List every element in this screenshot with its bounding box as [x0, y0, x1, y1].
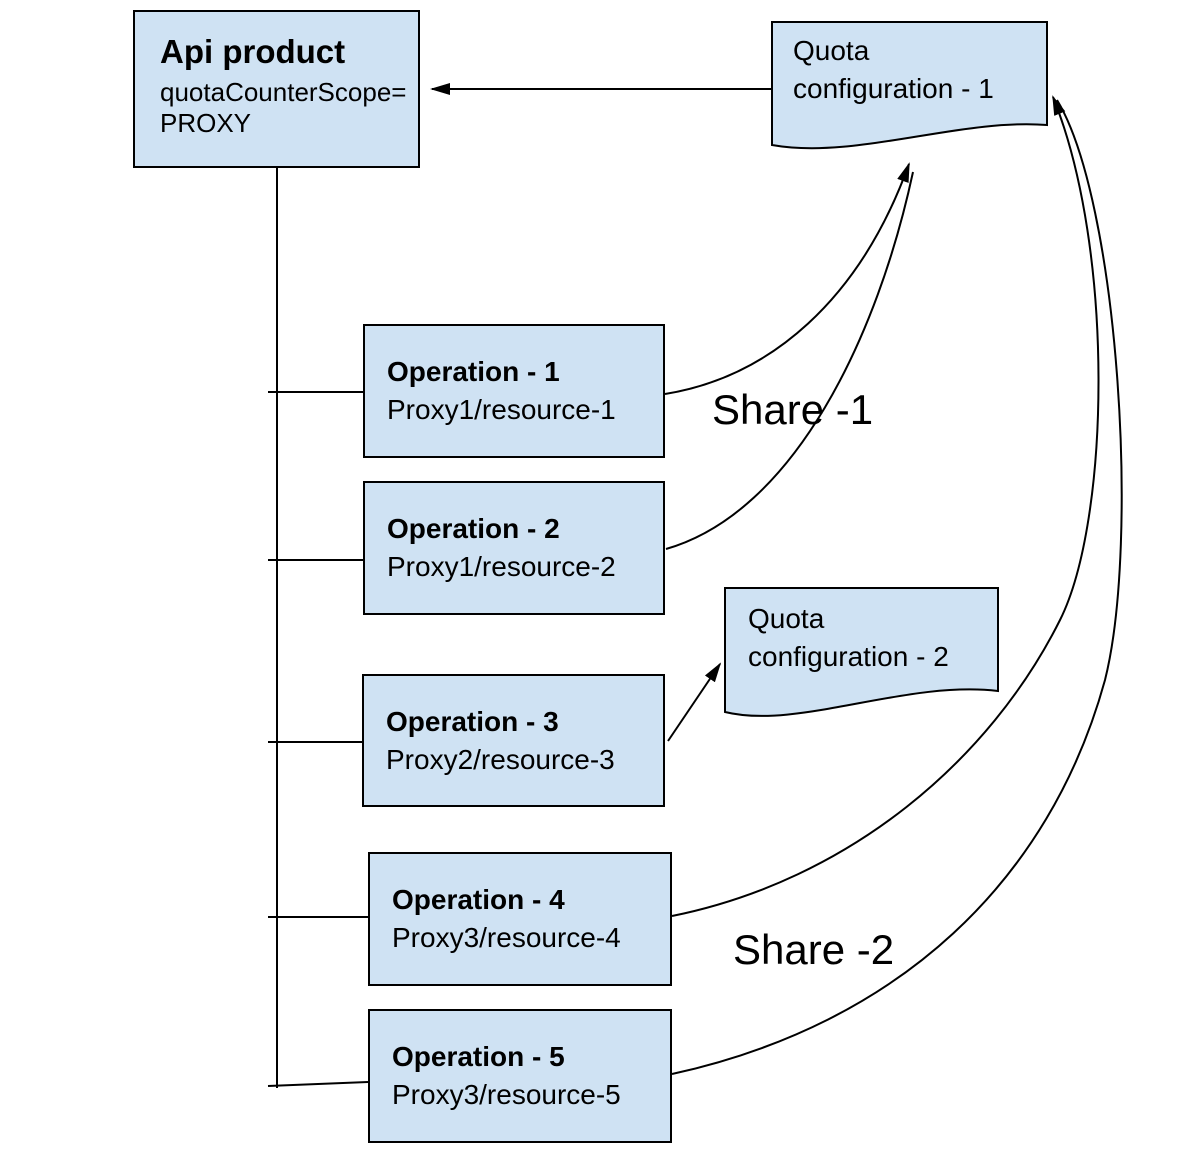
quota-config-2-label: Quota configuration - 2	[748, 600, 949, 676]
quota-config-2-line1: Quota	[748, 603, 825, 634]
quota-config-2-line2: configuration - 2	[748, 641, 949, 672]
operation-4-title: Operation - 4	[392, 884, 565, 915]
curve-operation5-to-quota1	[671, 99, 1123, 1075]
operation-5-node: Operation - 5 Proxy3/resource-5	[368, 1009, 672, 1143]
doc-shape-quota-config-1	[771, 21, 1048, 150]
operation-4-node: Operation - 4 Proxy3/resource-4	[368, 852, 672, 986]
branch-operation-5	[267, 1081, 369, 1087]
operation-4-path: Proxy3/resource-4	[392, 922, 621, 953]
quota-config-1-line2: configuration - 1	[793, 73, 994, 104]
api-product-attr-line2: PROXY	[160, 108, 252, 138]
operation-1-node: Operation - 1 Proxy1/resource-1	[363, 324, 665, 458]
operation-2-title: Operation - 2	[387, 513, 560, 544]
doc-shape-quota-config-2	[724, 587, 999, 717]
quota-config-1-label: Quota configuration - 1	[793, 32, 994, 108]
operation-5-title: Operation - 5	[392, 1041, 565, 1072]
operation-5-path: Proxy3/resource-5	[392, 1079, 621, 1110]
share-2-label: Share -2	[733, 926, 895, 973]
operation-1-title: Operation - 1	[387, 356, 560, 387]
api-product-node: Api product quotaCounterScope= PROXY	[133, 10, 420, 168]
curve-operation4-to-quota1	[671, 95, 1100, 917]
curve-operation2-to-quota1	[665, 171, 914, 550]
curve-operation1-to-quota1	[664, 162, 910, 395]
operation-3-path: Proxy2/resource-3	[386, 743, 615, 775]
api-product-attr-line1: quotaCounterScope=	[160, 77, 407, 107]
share-1-label: Share -1	[712, 386, 874, 433]
operation-2-path: Proxy1/resource-2	[387, 551, 616, 582]
arrow-operation3-to-quota2	[667, 662, 722, 742]
operation-2-node: Operation - 2 Proxy1/resource-2	[363, 481, 665, 615]
quota-config-1-line1: Quota	[793, 35, 870, 66]
operation-3-node: Operation - 3 Proxy2/resource-3	[362, 674, 665, 807]
operation-3-title: Operation - 3	[386, 705, 559, 737]
api-product-title: Api product	[160, 33, 346, 70]
operation-1-path: Proxy1/resource-1	[387, 394, 616, 425]
